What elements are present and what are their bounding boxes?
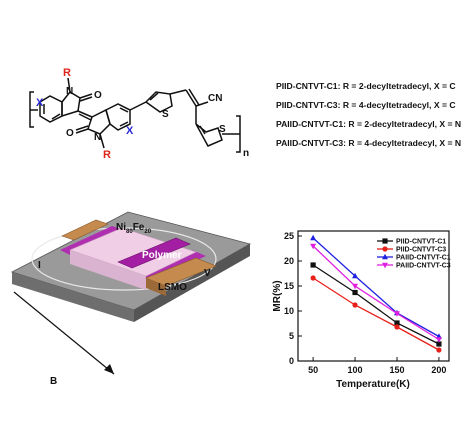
polymer-label: Polymer bbox=[142, 250, 182, 261]
right-aromatic-ring bbox=[105, 103, 131, 131]
data-point-s2 bbox=[310, 275, 316, 281]
x-tick-label: 100 bbox=[348, 365, 363, 375]
lsmo-label: LSMO bbox=[158, 282, 187, 293]
compound-list: PIID-CNTVT-C1: R = 2-decyltetradecyl, X … bbox=[276, 81, 461, 148]
field-arrow-head bbox=[104, 364, 114, 374]
data-point-s2 bbox=[352, 302, 358, 308]
x-tick-label: 200 bbox=[431, 365, 446, 375]
chemical-structure bbox=[29, 77, 241, 153]
data-point-s3 bbox=[352, 272, 359, 279]
series-layer bbox=[310, 234, 442, 353]
data-point-s1 bbox=[310, 262, 316, 268]
data-point-s1 bbox=[394, 320, 400, 326]
series-line-2 bbox=[312, 277, 440, 351]
voltage-label: V bbox=[204, 268, 211, 279]
legend-marker-2 bbox=[382, 246, 388, 252]
data-point-s2 bbox=[394, 324, 400, 330]
plot-frame bbox=[297, 230, 450, 362]
sulfur-2: S bbox=[219, 124, 226, 135]
carbonyl-top bbox=[79, 93, 93, 99]
ring-thiophene-bond bbox=[129, 101, 147, 111]
sulfur-1: S bbox=[162, 109, 169, 120]
y-tick-label: 10 bbox=[284, 306, 294, 316]
legend-label-1: PIID-CNTVT-C1 bbox=[396, 239, 446, 246]
x-position-right: X bbox=[126, 125, 134, 137]
r-substituent-top: R bbox=[63, 67, 71, 79]
thiophene-ring-2 bbox=[195, 123, 223, 147]
thiophene-ring-1 bbox=[144, 91, 173, 113]
legend-marker-3 bbox=[382, 253, 388, 260]
lsmo-electrode-side bbox=[146, 278, 166, 296]
compound-1: PIID-CNTVT-C1: R = 2-decyltetradecyl, X … bbox=[276, 81, 456, 91]
series-line-3 bbox=[312, 237, 440, 338]
data-point-s4 bbox=[310, 243, 317, 250]
polymer-bar bbox=[117, 237, 191, 269]
x-position-left: X bbox=[36, 97, 44, 109]
central-double-bond bbox=[77, 110, 93, 118]
magnetic-field-label: B bbox=[50, 376, 57, 387]
data-point-s4 bbox=[435, 337, 442, 343]
x-tick-label: 50 bbox=[308, 365, 318, 375]
legend-marker-4 bbox=[382, 262, 388, 269]
nife-layer-side bbox=[70, 250, 146, 290]
y-tick-label: 5 bbox=[289, 331, 294, 341]
data-point-s1 bbox=[436, 341, 442, 347]
x-axis-label: Temperature(K) bbox=[336, 379, 410, 390]
field-arrow-line bbox=[13, 291, 115, 375]
y-tick-label: 25 bbox=[284, 231, 294, 241]
data-point-s2 bbox=[436, 347, 442, 353]
data-point-s4 bbox=[352, 283, 359, 290]
nife-label: Ni80Fe20 bbox=[116, 222, 152, 235]
vinylene-double bbox=[185, 89, 197, 107]
nitrile-bond bbox=[195, 101, 209, 107]
y-tick-label: 20 bbox=[284, 256, 294, 266]
chart-legend: PIID-CNTVT-C1PIID-CNTVT-C3PAIID-CNTVT-C1… bbox=[377, 238, 451, 270]
legend-label-3: PAIID-CNTVT-C1 bbox=[396, 255, 451, 262]
y-tick-label: 15 bbox=[284, 281, 294, 291]
oxygen-bottom: O bbox=[66, 128, 74, 139]
right-lactam-ring bbox=[87, 108, 111, 135]
device-schematic bbox=[10, 211, 252, 375]
r-substituent-bottom: R bbox=[103, 149, 111, 161]
x-axis-ticks: 50 100 150 200 bbox=[308, 357, 446, 375]
legend-label-4: PAIID-CNTVT-C3 bbox=[396, 263, 451, 270]
substrate-left-side bbox=[12, 272, 134, 322]
x-tick-label: 150 bbox=[389, 365, 404, 375]
y-axis-label: MR(%) bbox=[272, 280, 283, 311]
repeat-unit-n: n bbox=[243, 148, 249, 159]
series-line-4 bbox=[312, 245, 440, 341]
legend-label-2: PIID-CNTVT-C3 bbox=[396, 247, 446, 254]
compound-4: PAIID-CNTVT-C3: R = 4-decyltetradecyl, X… bbox=[276, 138, 461, 148]
legend-marker-1 bbox=[382, 238, 388, 244]
compound-2: PIID-CNTVT-C3: R = 4-decyltetradecyl, X … bbox=[276, 100, 456, 110]
data-point-s4 bbox=[393, 311, 400, 317]
data-point-s1 bbox=[352, 289, 358, 296]
vinylene-bond-1 bbox=[169, 89, 187, 95]
y-axis-ticks: 0 5 10 15 20 25 bbox=[284, 231, 302, 366]
oxygen-top: O bbox=[94, 90, 102, 101]
current-label: I bbox=[38, 260, 41, 271]
right-bracket bbox=[236, 115, 241, 153]
substrate-right-side bbox=[134, 244, 250, 322]
nitrogen-bottom: N bbox=[94, 132, 101, 143]
left-lactam-ring bbox=[61, 91, 81, 118]
compound-3: PAIID-CNTVT-C1: R = 2-decyltetradecyl, X… bbox=[276, 119, 461, 129]
cyano-group: CN bbox=[208, 93, 222, 104]
nitrogen-top: N bbox=[66, 86, 73, 97]
r-bond-top bbox=[67, 77, 71, 93]
y-tick-label: 0 bbox=[289, 356, 294, 366]
data-point-s3 bbox=[310, 234, 317, 241]
mr-temperature-chart: 0 5 10 15 20 25 50 100 150 200 PIID-CNTVT-C1PIID… bbox=[272, 230, 451, 390]
carbonyl-bottom bbox=[75, 128, 89, 134]
nife-electrode-pad bbox=[61, 219, 109, 241]
series-line-1 bbox=[312, 264, 440, 345]
r-bond-bottom bbox=[99, 133, 105, 149]
measurement-loop bbox=[31, 227, 217, 291]
